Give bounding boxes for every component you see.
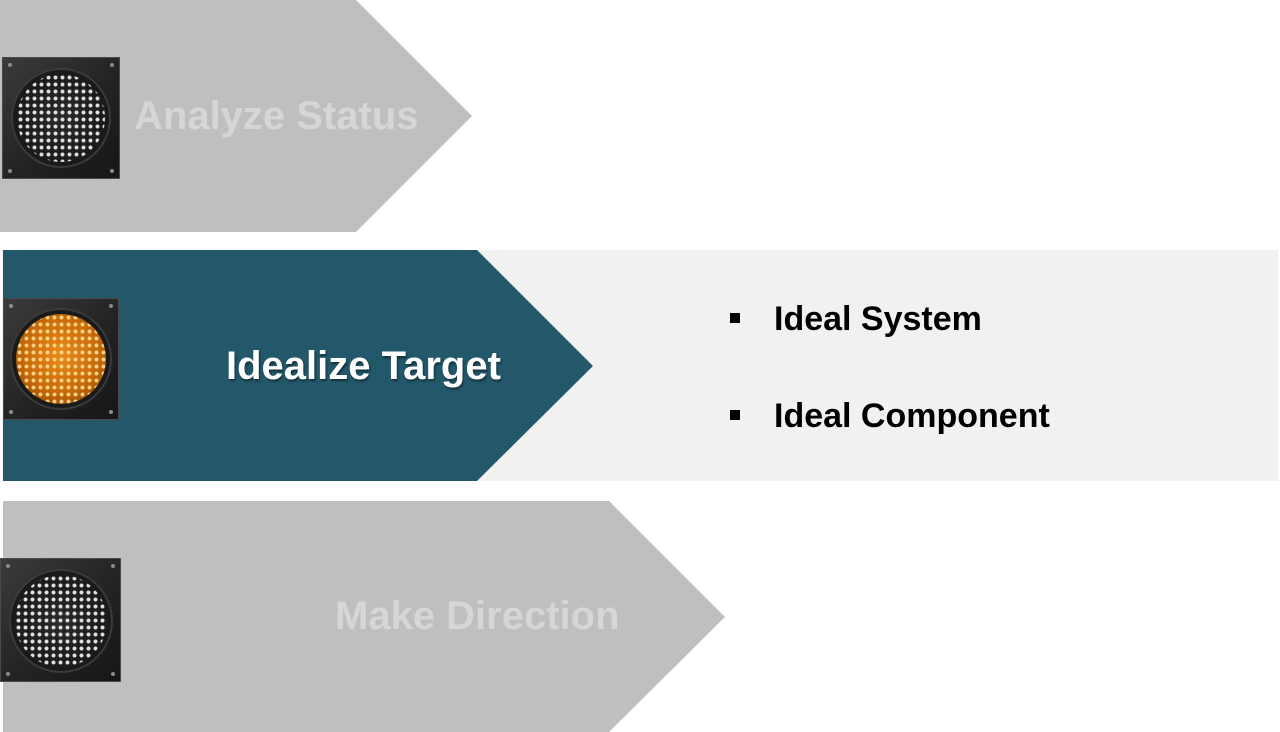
lamp-amber — [16, 314, 106, 404]
step-label-analyze-status: Analyze Status — [134, 94, 419, 138]
traffic-light-off-icon — [0, 558, 121, 682]
traffic-light-amber-icon — [3, 298, 119, 420]
lamp-off — [15, 575, 107, 667]
step-label-idealize-target: Idealize Target — [226, 344, 501, 388]
lamp-off — [17, 74, 105, 162]
step-arrow-make-direction — [3, 501, 725, 732]
detail-text: Ideal Component — [774, 397, 1050, 435]
list-item: Ideal System — [728, 298, 1050, 340]
traffic-light-off-icon — [2, 57, 120, 179]
detail-text: Ideal System — [774, 300, 982, 338]
detail-bullet-list: Ideal System Ideal Component — [728, 298, 1050, 437]
square-bullet-icon — [730, 313, 740, 323]
list-item: Ideal Component — [728, 395, 1050, 437]
step-label-make-direction: Make Direction — [335, 594, 620, 638]
square-bullet-icon — [730, 410, 740, 420]
